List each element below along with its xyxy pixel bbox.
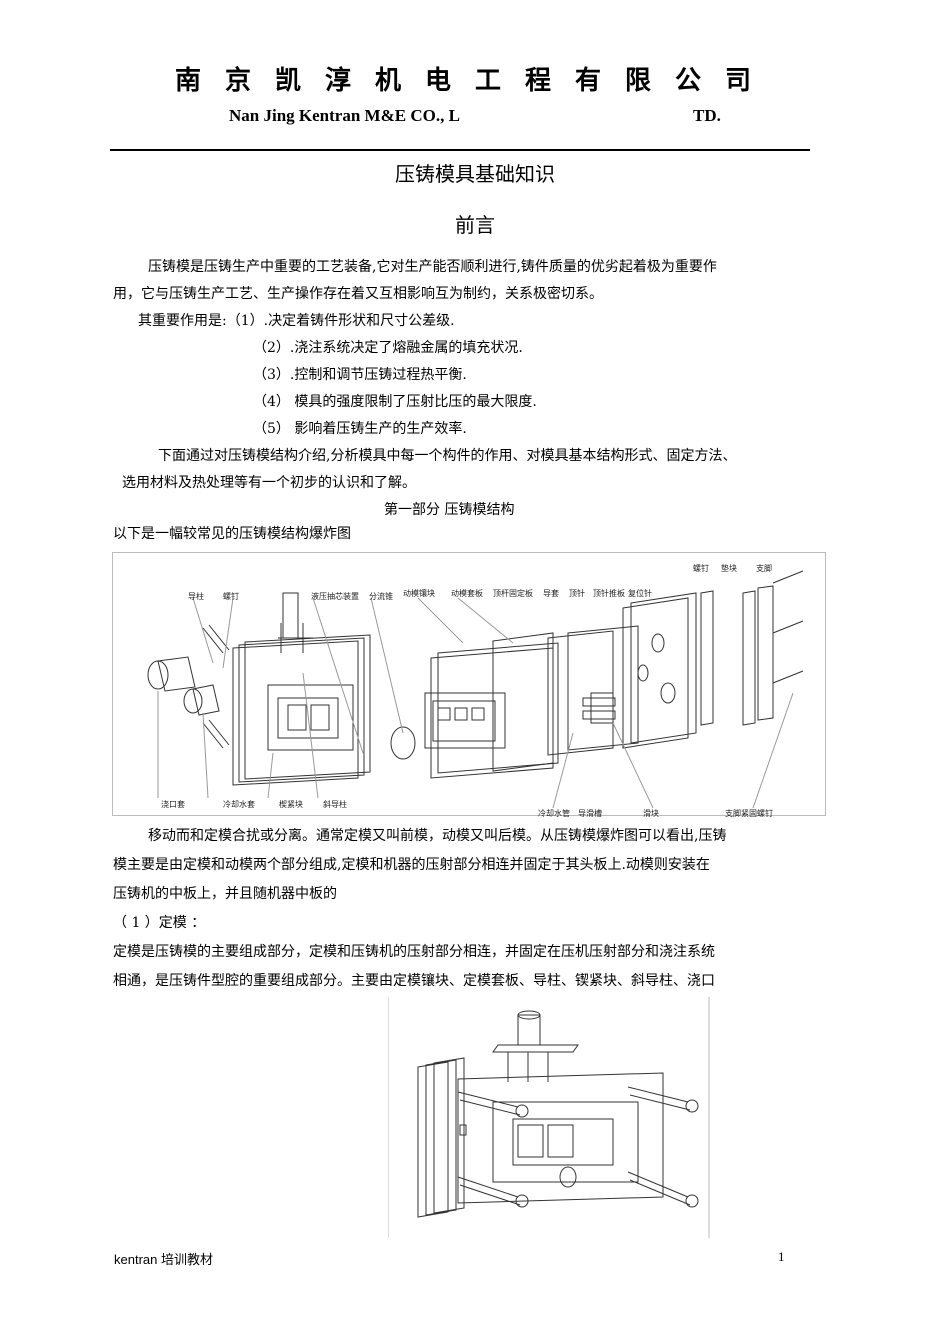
label-screw-1: 螺钉 xyxy=(223,592,239,601)
label-screw-2: 螺钉 xyxy=(693,564,709,573)
footer-label: kentran 培训教材 xyxy=(114,1252,213,1267)
preface-role-3: （3）.控制和调节压铸过程热平衡. xyxy=(253,367,467,383)
preface-para2-line2: 选用材料及热处理等有一个初步的认识和了解。 xyxy=(122,475,416,491)
fixed-mold-heading: （ 1 ）定模 ： xyxy=(113,915,206,931)
label-guide-bush: 导套 xyxy=(543,589,559,598)
part1-heading: 第一部分 压铸模结构 xyxy=(384,502,515,518)
label-sprue-bush: 浇口套 xyxy=(161,800,185,809)
company-name-en-right: TD. xyxy=(693,106,721,125)
body-p2-line1: 定模是压铸模的主要组成部分，定模和压铸机的压射部分相连，并固定在压机压射部分和浇… xyxy=(113,944,715,960)
company-name-en-left: Nan Jing Kentran M&E CO., L xyxy=(229,106,460,125)
label-slider: 滑块 xyxy=(643,809,659,818)
part1-intro: 以下是一幅较常见的压铸模结构爆炸图 xyxy=(113,526,351,542)
fixed-mold-drawing xyxy=(388,997,710,1238)
header-rule xyxy=(110,149,810,151)
preface-role-2: （2）.浇注系统决定了熔融金属的填充状况. xyxy=(253,340,523,356)
label-support-foot: 支脚 xyxy=(756,564,772,573)
fixed-mold-figure xyxy=(388,997,710,1238)
company-name-cn: 南京凯淳机电工程有限公司 xyxy=(174,66,775,96)
label-ejector-retainer: 顶杆固定板 xyxy=(493,589,533,598)
label-slide-groove: 导滑槽 xyxy=(578,809,602,818)
preface-para1-line1: 压铸模是压铸生产中重要的工艺装备,它对生产能否顺利进行,铸件质量的优劣起着极为重… xyxy=(148,259,717,275)
label-cooling-sleeve: 冷却水套 xyxy=(223,800,255,809)
exploded-mold-diagram: 导柱 螺钉 液压抽芯装置 分流锥 动模镶块 动模套板 顶杆固定板 导套 顶针 顶… xyxy=(112,552,826,818)
label-hydraulic-core-pull: 液压抽芯装置 xyxy=(311,592,359,601)
label-moving-plate: 动模套板 xyxy=(451,589,483,598)
label-guide-pillar: 导柱 xyxy=(188,592,204,601)
body-p1-line3: 压铸机的中板上，并且随机器中板的 xyxy=(113,886,337,902)
page-number: 1 xyxy=(778,1249,785,1264)
label-ejector-plate: 顶针推板 xyxy=(593,589,625,598)
preface-para1-line2: 用，它与压铸生产工艺、生产操作存在着又互相影响互为制约，关系极密切系。 xyxy=(113,286,603,302)
body-p1-line2: 模主要是由定模和动模两个部分组成,定模和机器的压射部分相连并固定于其头板上.动模… xyxy=(113,857,710,873)
preface-para2-line1: 下面通过对压铸模结构介绍,分析模具中每一个构件的作用、对模具基本结构形式、固定方… xyxy=(158,448,737,464)
label-angle-pin: 斜导柱 xyxy=(323,800,347,809)
document-title: 压铸模具基础知识 xyxy=(395,162,555,186)
preface-role-4: （4） 模具的强度限制了压射比压的最大限度. xyxy=(253,394,537,410)
label-ejector-pin: 顶针 xyxy=(569,589,585,598)
exploded-mold-drawing xyxy=(113,553,825,815)
body-p2-line2: 相通，是压铸件型腔的重要组成部分。主要由定模镶块、定模套板、导柱、锲紧块、斜导柱… xyxy=(113,973,715,989)
label-wedge-block: 楔紧块 xyxy=(279,800,303,809)
label-cooling-pipe: 冷却水管 xyxy=(538,809,570,818)
body-p1-line1: 移动而和定模合扰或分离。通常定模又叫前模，动模又叫后模。从压铸模爆炸图可以看出,… xyxy=(148,828,727,844)
label-return-pin: 复位针 xyxy=(628,589,652,598)
label-distributor-cone: 分流锥 xyxy=(369,592,393,601)
preface-role-5: （5） 影响着压铸生产的生产效率. xyxy=(253,421,467,437)
section-preface-title: 前言 xyxy=(455,213,495,237)
label-spacer-block: 垫块 xyxy=(721,564,737,573)
label-foot-bolt: 支脚紧固螺钉 xyxy=(725,809,773,818)
preface-roles-intro: 其重要作用是:（1）.决定着铸件形状和尺寸公差级. xyxy=(138,313,455,329)
label-moving-insert: 动模镶块 xyxy=(403,589,435,598)
